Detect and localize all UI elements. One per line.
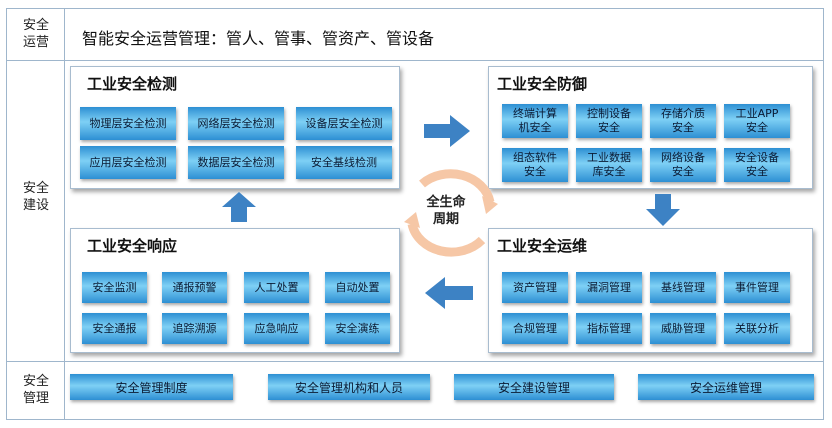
tile-defend-database: 工业数据 库安全	[576, 148, 642, 182]
mgmt-bar-construction: 安全建设管理	[454, 374, 614, 400]
section-respond: 工业安全响应 安全监测 通报预警 人工处置 自动处置 安全通报 追踪溯源 应急响…	[70, 228, 400, 353]
arrow-down-icon	[646, 194, 680, 226]
tile-detect-physical: 物理层安全检测	[80, 107, 176, 140]
label-column-divider	[64, 8, 65, 420]
tile-detect-device: 设备层安全检测	[296, 107, 392, 140]
tile-operate-threat: 威胁管理	[650, 313, 716, 344]
section-title-defend: 工业安全防御	[497, 75, 588, 93]
tile-defend-app: 工业APP 安全	[724, 104, 790, 138]
section-operate: 工业安全运维 资产管理 漏洞管理 基线管理 事件管理 合规管理 指标管理 威胁管…	[488, 228, 813, 353]
tile-detect-application: 应用层安全检测	[80, 146, 176, 179]
row-label-construction: 安全 建设	[22, 181, 49, 213]
arrow-up-icon	[222, 192, 256, 222]
tile-defend-storage: 存储介质 安全	[650, 104, 716, 138]
row-divider-bottom	[6, 361, 824, 362]
section-title-operate: 工业安全运维	[497, 237, 588, 255]
lifecycle-cycle-icon	[398, 166, 504, 264]
tile-operate-metrics: 指标管理	[576, 313, 642, 344]
row-label-operations: 安全 运营	[22, 18, 49, 50]
tile-defend-security-device: 安全设备 安全	[724, 148, 790, 182]
tile-respond-trace: 追踪溯源	[162, 313, 227, 344]
tile-detect-network: 网络层安全检测	[188, 107, 284, 140]
arrow-right-icon	[424, 115, 470, 147]
section-title-detect: 工业安全检测	[87, 75, 178, 93]
tile-respond-notify: 安全通报	[82, 313, 147, 344]
mgmt-bar-operations: 安全运维管理	[638, 374, 814, 400]
tile-operate-baseline: 基线管理	[650, 272, 716, 303]
operations-headline: 智能安全运营管理：管人、管事、管资产、管设备	[82, 29, 435, 48]
mgmt-bar-org-people: 安全管理机构和人员	[268, 374, 430, 400]
section-title-respond: 工业安全响应	[87, 237, 178, 255]
tile-respond-alert: 通报预警	[162, 272, 227, 303]
tile-respond-emergency: 应急响应	[244, 313, 309, 344]
tile-respond-auto: 自动处置	[325, 272, 390, 303]
tile-defend-terminal: 终端计算 机安全	[502, 104, 568, 138]
tile-defend-control: 控制设备 安全	[576, 104, 642, 138]
section-detect: 工业安全检测 物理层安全检测 网络层安全检测 设备层安全检测 应用层安全检测 数…	[70, 66, 400, 189]
lifecycle-label: 全生命 周期	[426, 195, 466, 227]
tile-operate-asset: 资产管理	[502, 272, 568, 303]
tile-respond-manual: 人工处置	[244, 272, 309, 303]
arrow-left-icon	[425, 277, 473, 309]
tile-defend-config-software: 组态软件 安全	[502, 148, 568, 182]
section-defend: 工业安全防御 终端计算 机安全 控制设备 安全 存储介质 安全 工业APP 安全…	[488, 66, 813, 189]
tile-respond-drill: 安全演练	[325, 313, 390, 344]
row-label-management: 安全 管理	[22, 374, 49, 406]
tile-respond-monitor: 安全监测	[82, 272, 147, 303]
tile-detect-baseline: 安全基线检测	[296, 146, 392, 179]
tile-operate-correlation: 关联分析	[724, 313, 790, 344]
tile-operate-vulnerability: 漏洞管理	[576, 272, 642, 303]
tile-operate-event: 事件管理	[724, 272, 790, 303]
row-divider-top	[6, 60, 824, 61]
tile-defend-network-device: 网络设备 安全	[650, 148, 716, 182]
tile-detect-data: 数据层安全检测	[188, 146, 284, 179]
tile-operate-compliance: 合规管理	[502, 313, 568, 344]
mgmt-bar-policy: 安全管理制度	[70, 374, 233, 400]
